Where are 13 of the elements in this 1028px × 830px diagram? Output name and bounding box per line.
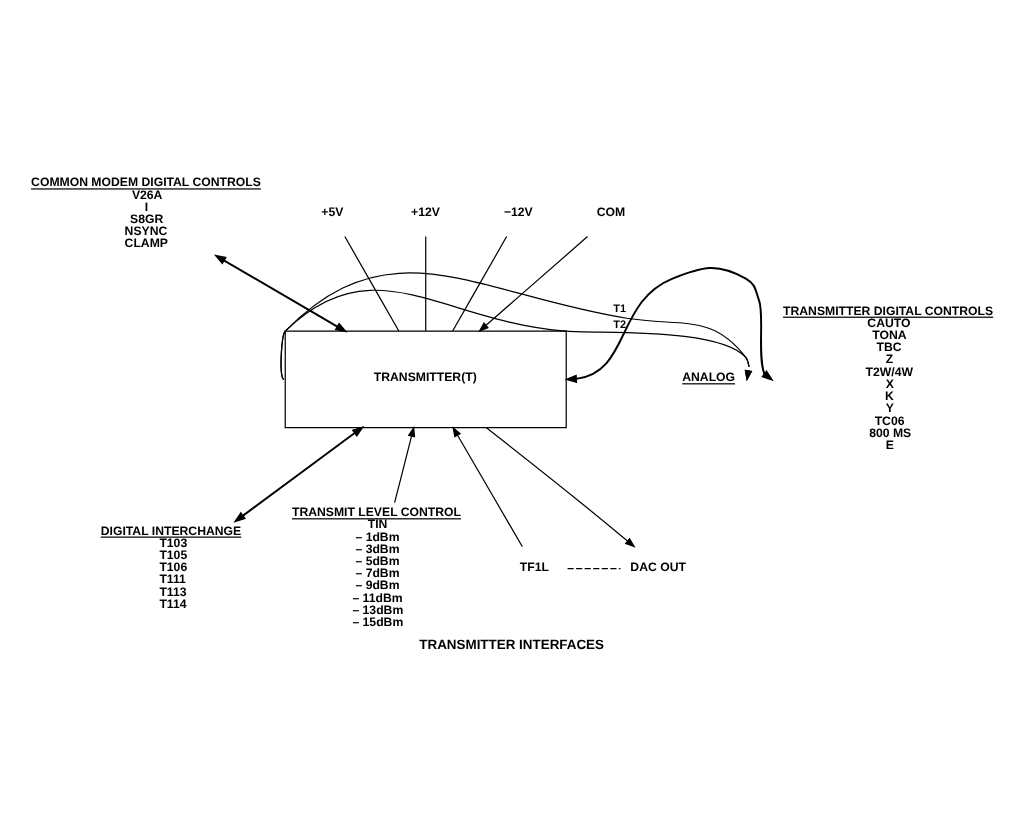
arrow (485, 426, 636, 547)
connector (452, 234, 508, 331)
arrow (452, 425, 523, 547)
arrow (213, 253, 348, 332)
arrow (233, 425, 365, 522)
arrow (564, 266, 774, 383)
arrow (280, 271, 753, 381)
connector (425, 234, 427, 331)
connector (344, 234, 400, 331)
arrow (280, 288, 753, 381)
arrow (478, 234, 589, 332)
arrow (394, 424, 416, 503)
connector (566, 567, 622, 569)
